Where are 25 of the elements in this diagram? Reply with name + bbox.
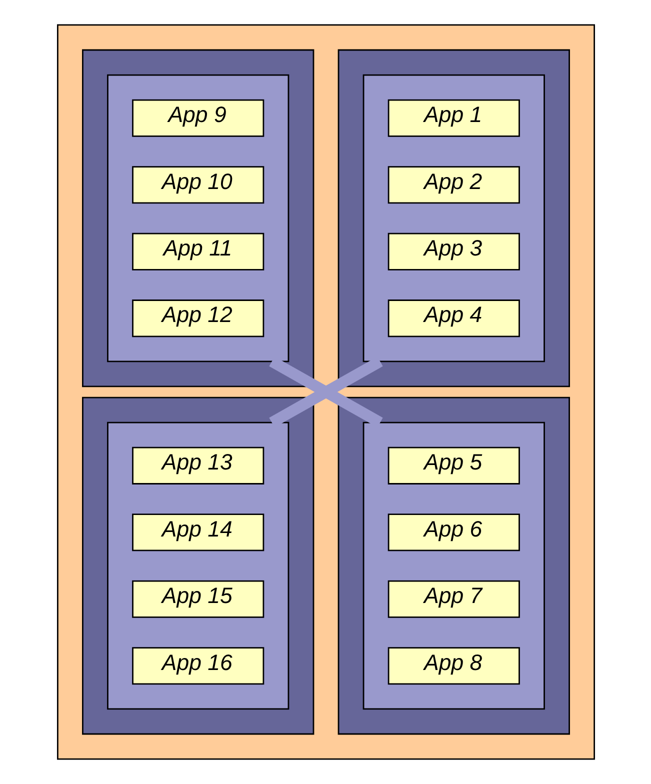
node-box: App 12 (132, 300, 264, 338)
node-box: App 9 (132, 99, 264, 137)
cluster (362, 74, 544, 362)
cluster (337, 396, 570, 735)
node-box: App 15 (132, 580, 264, 618)
node-box: App 11 (132, 232, 264, 270)
node-box: App 1 (387, 99, 520, 137)
node-box: App 2 (387, 166, 520, 204)
node-box: App 4 (387, 300, 520, 338)
node-box: App 5 (387, 446, 520, 484)
cluster (106, 422, 289, 710)
cluster (82, 49, 314, 388)
node-box: App 8 (387, 647, 520, 685)
cluster (56, 24, 595, 760)
cluster (362, 422, 544, 710)
node-box: App 6 (387, 514, 520, 552)
node-box: App 7 (387, 580, 520, 618)
node-box: App 3 (387, 232, 520, 270)
node-box: App 16 (132, 647, 264, 685)
node-box: App 14 (132, 514, 264, 552)
cluster (337, 49, 570, 388)
node-box: App 13 (132, 446, 264, 484)
cluster (106, 74, 289, 362)
node-box: App 10 (132, 166, 264, 204)
cluster (82, 396, 314, 735)
